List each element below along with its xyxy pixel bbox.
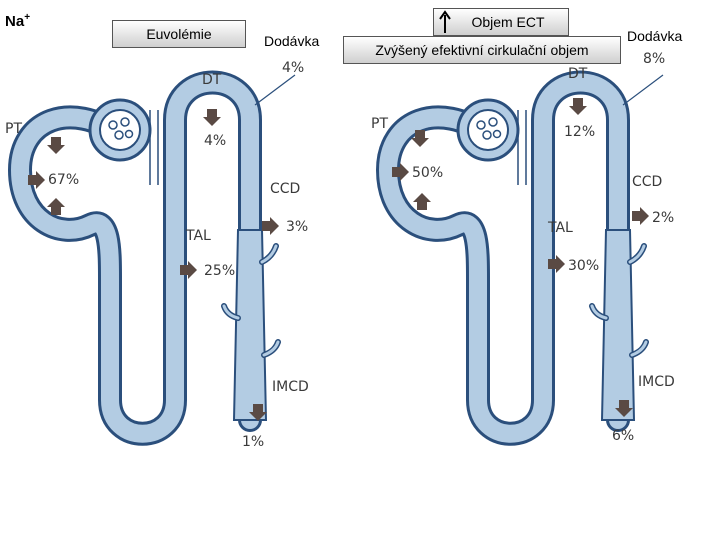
right-dt-label: DT	[568, 66, 588, 82]
ion-label: Na+	[5, 12, 30, 30]
left-tal-label: TAL	[185, 228, 211, 244]
left-nephron: PT 67% DT 4% 4% CCD 3% TAL 25% IMCD 1%	[5, 60, 309, 450]
left-dt-down-arrow-icon	[203, 109, 221, 126]
left-delivery-value: 4%	[282, 60, 304, 76]
right-pt-label: PT	[371, 116, 388, 132]
right-pt-value: 50%	[412, 165, 443, 181]
right-dt-value: 12%	[564, 124, 595, 140]
left-dt-value: 4%	[204, 133, 226, 149]
right-dt-down-arrow-icon	[569, 98, 587, 115]
left-dt-label: DT	[202, 72, 222, 88]
right-delivery-value: 8%	[643, 51, 665, 67]
left-nephron-tubule	[20, 75, 295, 434]
right-ccd-label: CCD	[632, 174, 662, 190]
ion-symbol: Na	[5, 13, 25, 30]
right-ccd-right-arrow-icon	[632, 207, 649, 225]
left-pt-down-arrow-icon	[47, 137, 65, 154]
left-ccd-label: CCD	[270, 181, 300, 197]
left-imcd-label: IMCD	[272, 379, 309, 395]
left-tal-value: 25%	[204, 263, 235, 279]
right-imcd-label: IMCD	[638, 374, 675, 390]
right-nephron-tubule	[388, 75, 663, 434]
right-tal-value: 30%	[568, 258, 599, 274]
ion-charge: +	[24, 12, 31, 23]
right-ccd-value: 2%	[652, 210, 674, 226]
left-ccd-value: 3%	[286, 219, 308, 235]
left-delivery-label: Dodávka	[264, 33, 320, 49]
left-pt-label: PT	[5, 121, 22, 137]
right-pt-up-arrow-icon	[413, 193, 431, 210]
left-pt-value: 67%	[48, 172, 79, 188]
right-header-label: Objem ECT	[471, 14, 545, 30]
right-tal-label: TAL	[547, 220, 573, 236]
up-arrow-icon	[438, 10, 452, 34]
right-final-value: 6%	[612, 428, 634, 444]
right-delivery-label: Dodávka	[627, 28, 683, 44]
right-header-box: Objem ECT	[433, 8, 569, 36]
right-nephron: PT 50% DT 8% 12% CCD 2% TAL 30% IMCD 6%	[371, 51, 675, 444]
left-final-value: 1%	[242, 434, 264, 450]
left-ccd-right-arrow-icon	[262, 217, 279, 235]
left-condition-box: Euvolémie	[112, 20, 246, 48]
right-condition-box: Zvýšený efektivní cirkulační objem	[343, 36, 621, 64]
right-condition-label: Zvýšený efektivní cirkulační objem	[375, 42, 589, 58]
left-condition-label: Euvolémie	[146, 26, 212, 42]
